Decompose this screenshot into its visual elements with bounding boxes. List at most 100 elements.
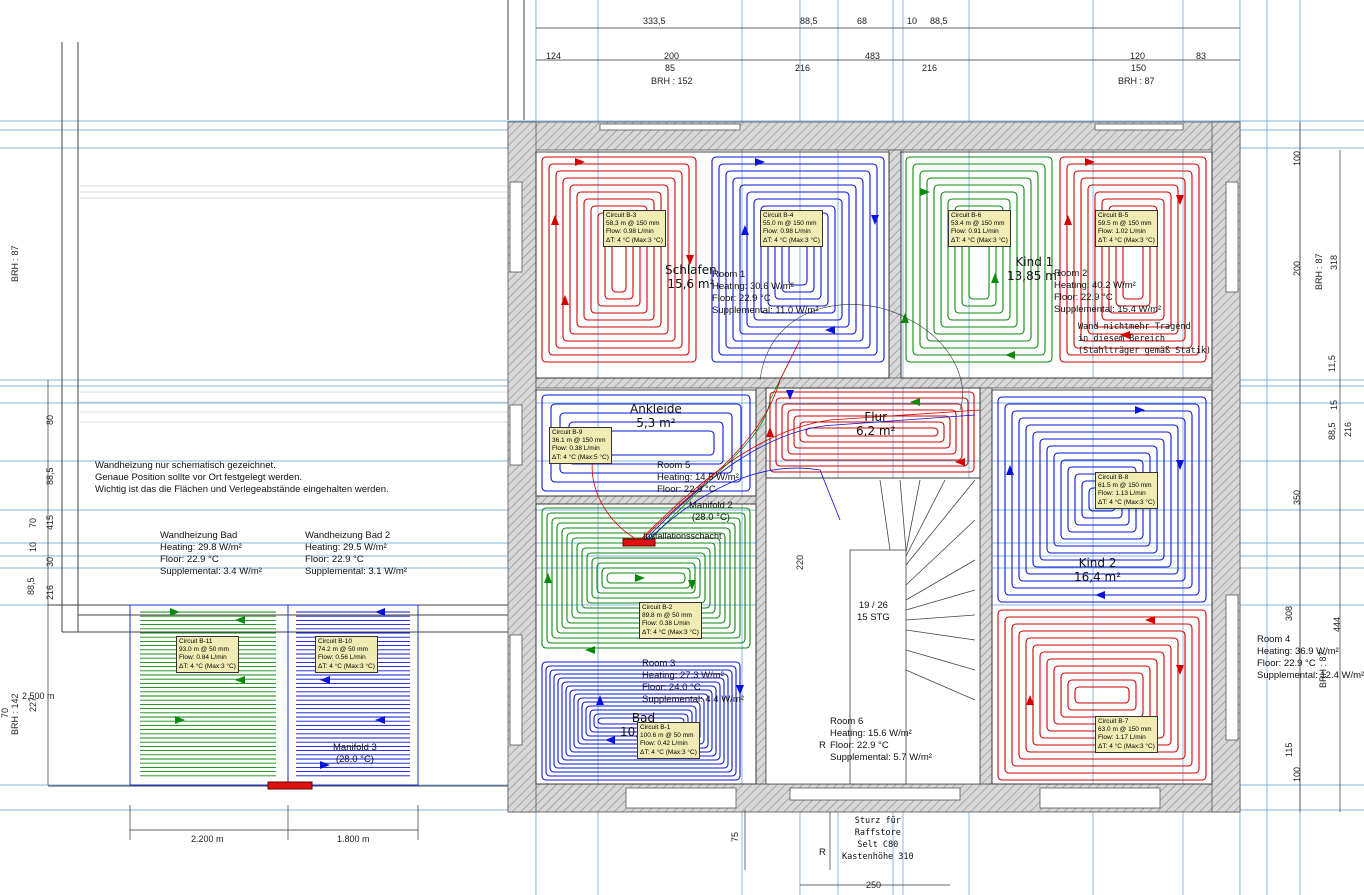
- flow-arrow-icon: [920, 188, 930, 196]
- top-dim: 10: [907, 16, 918, 26]
- right-dim: 15: [1329, 399, 1339, 410]
- top-dim: 83: [1196, 51, 1207, 61]
- right-dim: 308: [1284, 605, 1294, 621]
- left-building-lines: [48, 0, 525, 787]
- top-dim: 483: [865, 51, 881, 61]
- top-dim: 88,5: [800, 16, 818, 26]
- loop-b1: [541, 661, 741, 781]
- flow-arrow-icon: [825, 326, 835, 334]
- floor-heating-loops: [170, 156, 1207, 781]
- right-dim: 115: [1284, 742, 1294, 757]
- bottom-dim: 250: [866, 880, 882, 890]
- manifold-3-label[interactable]: Manifold 3(28.0 °C): [333, 742, 377, 765]
- windows: [509, 123, 1239, 809]
- manifold-2-label[interactable]: Manifold 2(28.0 °C): [689, 500, 733, 523]
- manifold-3-bar: [267, 781, 313, 790]
- right-dim: 216: [1343, 421, 1353, 437]
- bottom-dim: 1.800 m: [337, 834, 370, 844]
- brh-label: BRH : 152: [651, 76, 693, 86]
- top-dim: 150: [1131, 63, 1147, 73]
- loop-b3: [541, 156, 697, 363]
- left-dim: BRH : 87: [10, 245, 20, 282]
- left-dim: BRH : 142: [10, 693, 20, 735]
- top-dim: 333,5: [643, 16, 666, 26]
- flow-arrow-icon: [175, 716, 185, 724]
- loop-b6: [905, 156, 1053, 363]
- flow-arrow-icon: [320, 676, 330, 684]
- stair-dim: 220: [795, 554, 805, 570]
- loop-b4: [711, 156, 885, 363]
- flow-arrow-icon: [786, 390, 794, 400]
- flow-arrow-icon: [871, 215, 879, 225]
- flow-arrow-icon: [1085, 158, 1095, 166]
- right-dim: 444: [1332, 616, 1342, 632]
- right-dim: 88,5: [1327, 422, 1337, 440]
- loop-b5: [1059, 156, 1207, 363]
- top-dim: 68: [857, 16, 868, 26]
- right-dim: 350: [1292, 489, 1302, 505]
- arc-guide: [759, 304, 963, 411]
- flow-arrow-icon: [741, 225, 749, 235]
- brh-label: BRH : 87: [1118, 76, 1155, 86]
- flow-arrow-icon: [635, 574, 645, 582]
- flow-arrow-icon: [544, 573, 552, 583]
- flow-arrow-icon: [1064, 215, 1072, 225]
- flow-arrow-icon: [1005, 351, 1015, 359]
- top-dim: 85: [665, 63, 676, 73]
- flow-arrow-icon: [766, 427, 774, 437]
- right-dim: 318: [1329, 254, 1339, 270]
- loop-b7: [997, 609, 1207, 781]
- flow-arrow-icon: [375, 716, 385, 724]
- left-dim: 70: [0, 707, 10, 718]
- right-dim: 100: [1292, 150, 1302, 166]
- top-dim: 124: [546, 51, 562, 61]
- flow-arrow-icon: [1176, 460, 1184, 470]
- flow-arrow-icon: [1145, 616, 1155, 624]
- flow-arrow-icon: [688, 580, 696, 590]
- heating-zone-outlines: [535, 151, 1213, 785]
- top-dim: 216: [795, 63, 811, 73]
- left-dim: 88,5: [45, 467, 55, 485]
- manifold-2-bar: [622, 538, 656, 547]
- flow-arrow-icon: [755, 158, 765, 166]
- left-hatch-lines: [78, 185, 508, 423]
- left-dim: 80: [45, 414, 55, 425]
- top-dim: 200: [664, 51, 680, 61]
- r-mark: R: [819, 740, 826, 751]
- flow-arrow-icon: [1176, 195, 1184, 205]
- left-dim: 88,5: [26, 577, 36, 595]
- flow-arrow-icon: [686, 255, 694, 265]
- flow-arrow-icon: [1026, 695, 1034, 705]
- right-dim: 100: [1292, 766, 1302, 782]
- flow-arrow-icon: [585, 646, 595, 654]
- flow-arrow-icon: [575, 158, 585, 166]
- left-dim: 30: [45, 556, 55, 567]
- wall-heating-panels: [129, 604, 419, 786]
- bottom-dim: 75: [730, 831, 740, 842]
- top-dim: 120: [1130, 51, 1146, 61]
- flow-arrow-icon: [605, 736, 615, 744]
- left-dim: 227: [28, 696, 38, 712]
